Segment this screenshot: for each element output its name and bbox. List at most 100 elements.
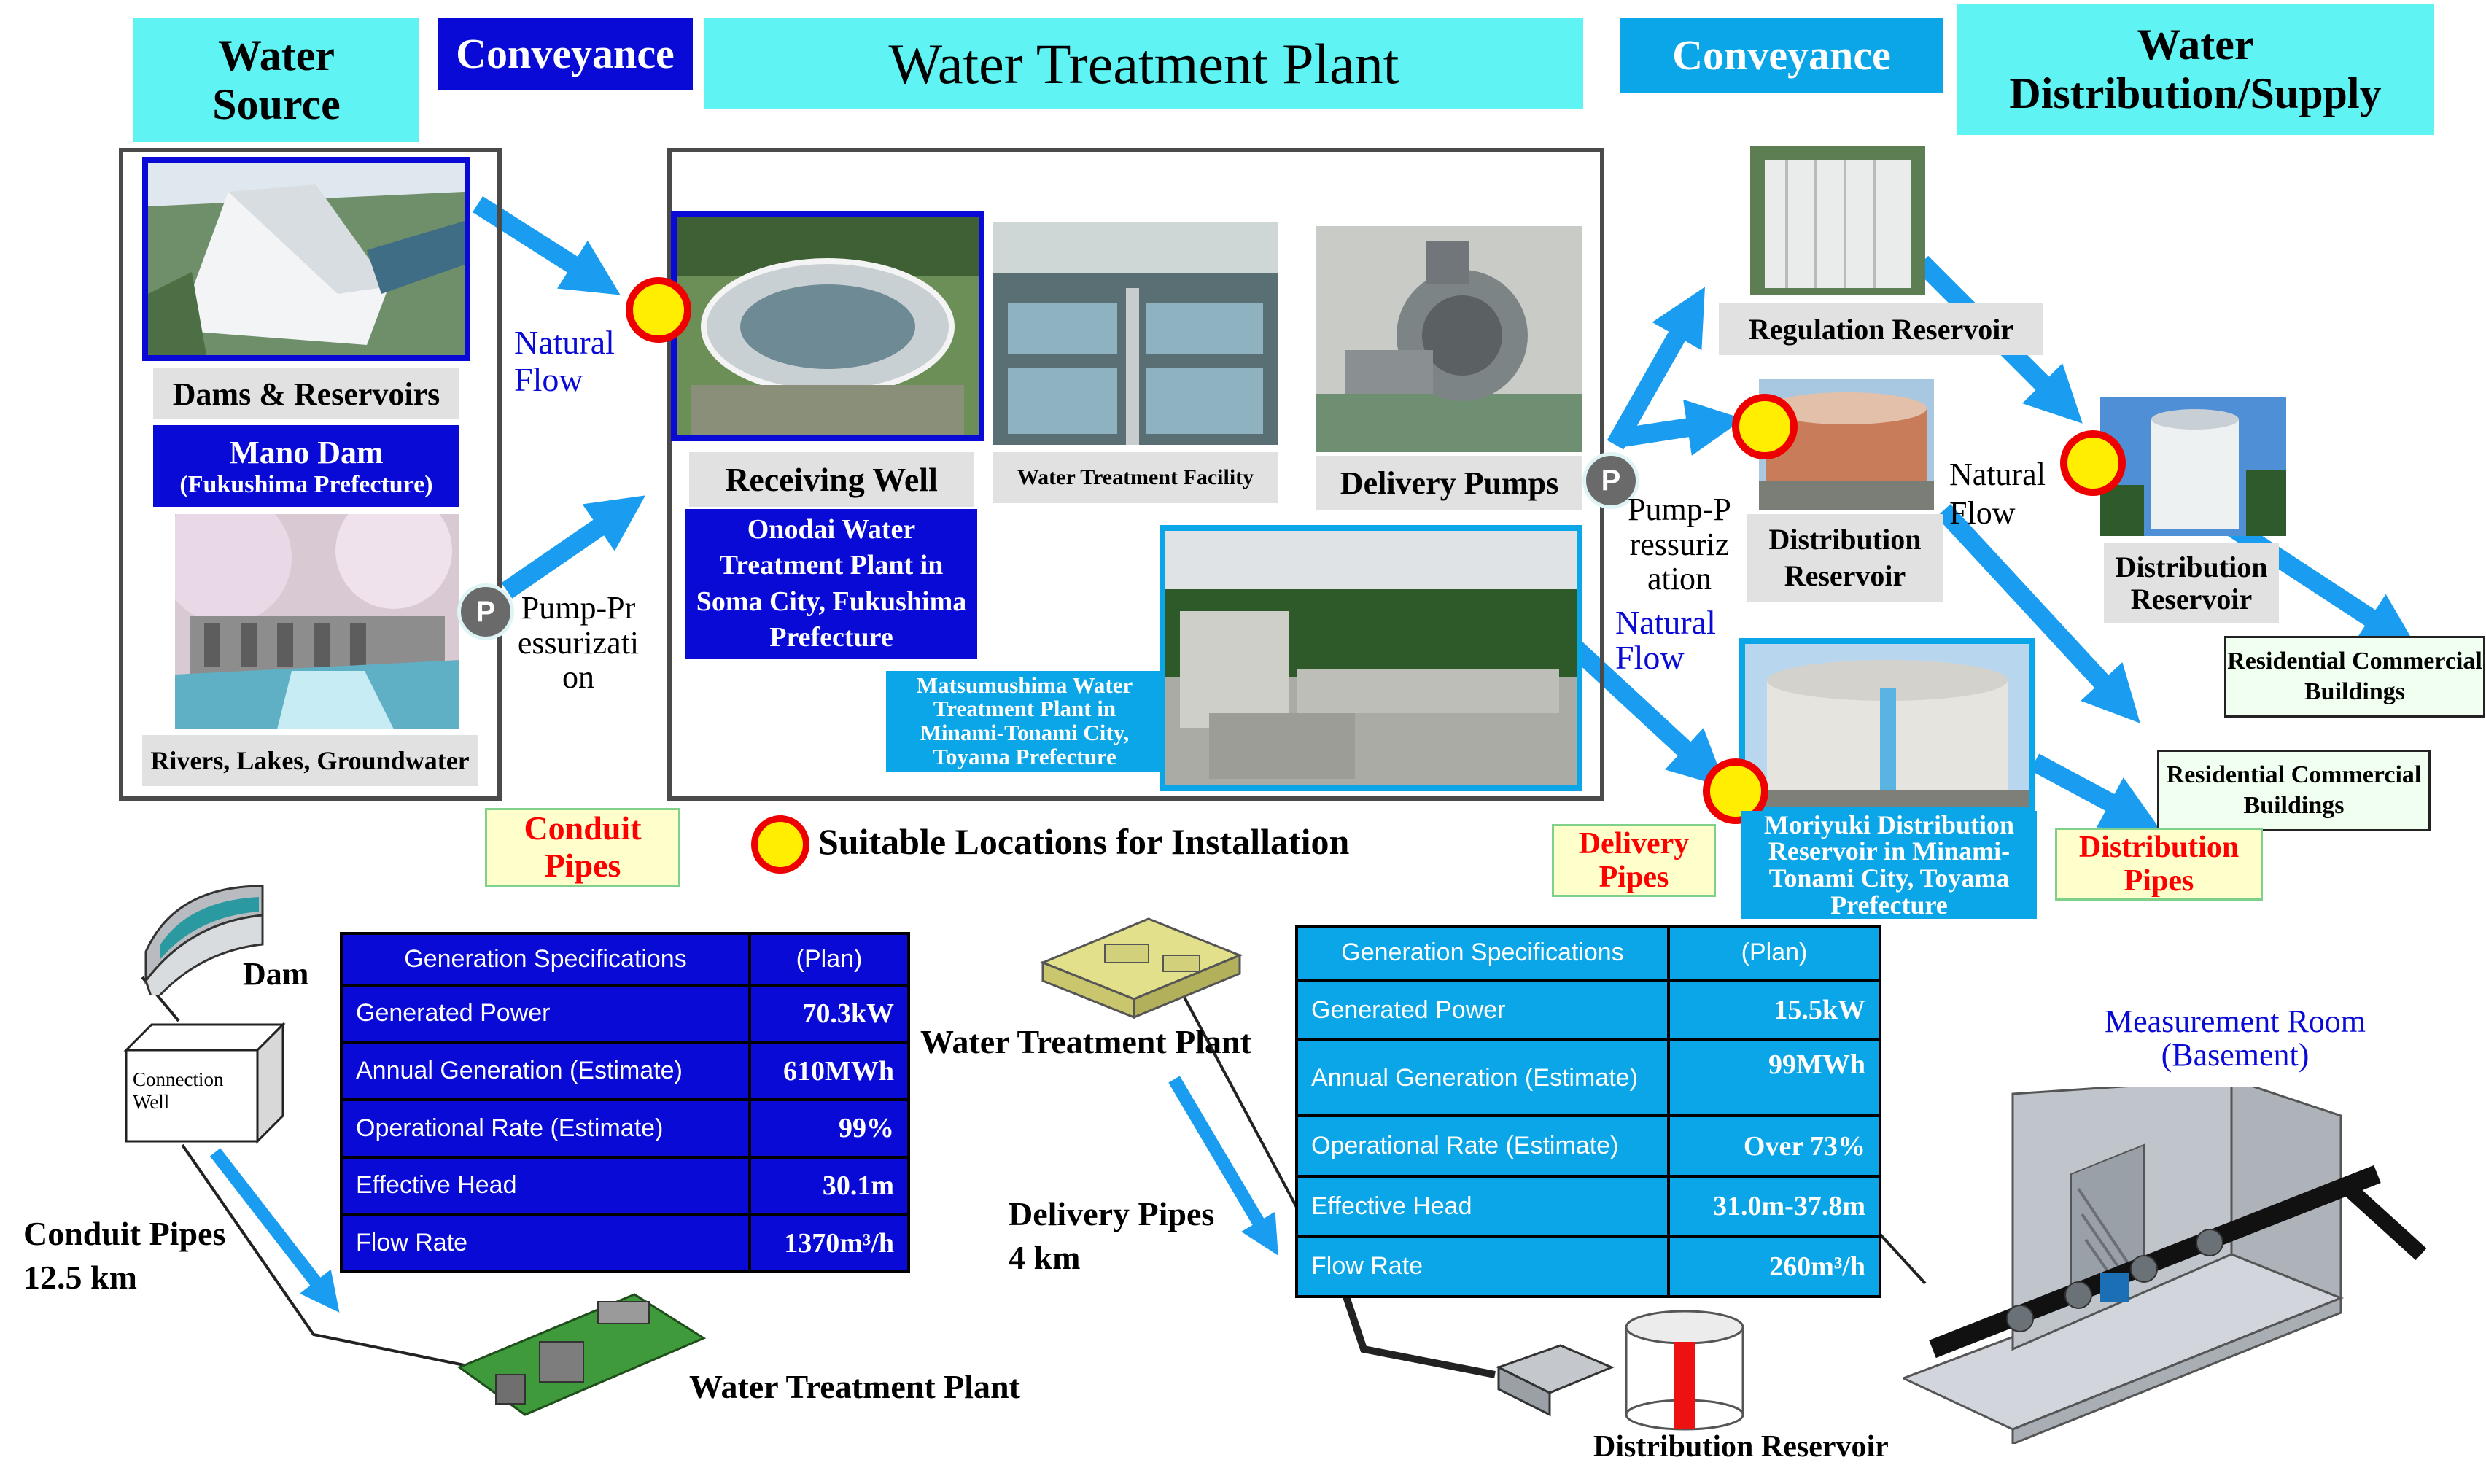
right-spec-row-label: Generated Power [1295,978,1670,1042]
water-source-frame [119,148,502,801]
left-spec-header-row: Generation Specifications (Plan) [340,932,910,987]
pump-pressurization-label-2: Pump-Pressurization [1625,492,1734,597]
left-conduit-label: Conduit Pipes 12.5 km [23,1212,225,1300]
distribution-reservoir-2-text: Distribution Reservoir [2115,551,2268,615]
right-spec-header-plan: (Plan) [1667,925,1881,982]
matsumushima-photo [1160,525,1582,791]
right-spec-row-label: Operational Rate (Estimate) [1295,1114,1670,1178]
rivers-lakes-label: Rivers, Lakes, Groundwater [142,735,478,786]
regulation-reservoir-illustration [1750,146,1925,295]
matsumushima-illustration [1165,531,1577,785]
pump-pressurization-2-text: Pump-Pressurization [1628,492,1731,597]
treatment-facility-photo [993,222,1278,445]
treatment-facility-label: Water Treatment Facility [993,452,1278,503]
right-spec-row-value: 99MWh [1667,1038,1881,1118]
measurement-room-label: Measurement Room (Basement) [2093,1003,2377,1073]
distribution-reservoir-1-text: Distribution Reservoir [1768,523,1922,592]
right-delivery-pipes-text: Delivery Pipes [1009,1195,1215,1232]
right-delivery-length-text: 4 km [1009,1238,1081,1276]
header-distribution-supply: Water Distribution/Supply [1957,4,2434,135]
receiving-well-illustration [677,217,979,435]
header-water-source-text: Water Source [212,31,341,128]
dam-diagram-text: Dam [243,956,309,992]
pipe-to-distribution-reservoir [1338,1282,1496,1378]
right-spec-table: Generation Specifications (Plan) Generat… [1295,925,1881,1298]
natural-flow-label-2: Natural Flow [1615,605,1747,676]
legend-text-span: Suitable Locations for Installation [818,821,1350,862]
delivery-pumps-label: Delivery Pumps [1316,456,1582,510]
header-treatment-plant-text: Water Treatment Plant [888,31,1399,96]
arrow-conduit-down [209,1148,340,1313]
right-spec-header-label: Generation Specifications [1295,925,1670,982]
moriyuki-reservoir-label: Moriyuki Distribution Reservoir in Minam… [1741,811,2037,919]
legend-text: Suitable Locations for Installation [818,820,1445,863]
dam-photo-illustration [148,163,465,355]
natural-flow-1-text: Natural Flow [514,324,615,398]
natural-flow-2-text: Natural Flow [1615,604,1716,677]
right-spec-row-value: 15.5kW [1667,978,1881,1042]
right-distribution-reservoir-label: Distribution Reservoir [1593,1429,1889,1464]
dams-reservoirs-label: Dams & Reservoirs [153,368,459,419]
left-spec-row-label: Effective Head [340,1155,751,1216]
suitable-location-marker-2 [1732,394,1798,459]
distribution-pipes-label: Distribution Pipes [2055,828,2263,901]
delivery-pumps-photo [1316,226,1582,452]
header-treatment-plant: Water Treatment Plant [704,18,1583,109]
regulation-reservoir-text: Regulation Reservoir [1748,312,2014,346]
left-plant-3d-model [457,1293,707,1416]
header-water-source: Water Source [133,18,419,142]
left-spec-row-value: 1370m³/h [748,1213,910,1273]
moriyuki-reservoir-photo [1739,638,2035,813]
connection-well-label: Connection Well [133,1068,242,1114]
right-spec-row: Effective Head 31.0m-37.8m [1295,1174,1881,1238]
natural-flow-label-3: Natural Flow [1949,456,2073,533]
residential-commercial-buildings-2: Residential Commercial Buildings [2157,750,2431,831]
receiving-well-photo [671,211,984,441]
pump-symbol-1-text: P [475,595,496,628]
right-spec-row-value: 260m³/h [1667,1235,1881,1298]
pump-pressurization-label-1: Pump-Pressurization [516,591,640,695]
left-spec-row-label: Annual Generation (Estimate) [340,1041,751,1101]
header-distribution-supply-text: Water Distribution/Supply [2009,20,2382,117]
left-plant-label: Water Treatment Plant [689,1367,1020,1406]
left-spec-row-value: 99% [748,1098,910,1159]
dams-reservoirs-text: Dams & Reservoirs [172,376,440,412]
left-plant-text: Water Treatment Plant [689,1368,1020,1405]
right-plant-3d-model [1040,917,1243,1019]
header-conveyance-2: Conveyance [1620,18,1943,93]
pump-pressurization-1-text: Pump-Pressurization [517,590,640,696]
connection-well-text: Connection Well [133,1068,224,1114]
measurement-room-text: Measurement Room (Basement) [2104,1003,2366,1073]
rivers-lakes-text: Rivers, Lakes, Groundwater [150,746,470,775]
residential-commercial-2-text: Residential Commercial Buildings [2166,761,2422,820]
river-photo [175,514,459,729]
distribution-reservoir-1-label: Distribution Reservoir [1747,514,1943,602]
mano-dam-prefecture: (Fukushima Prefecture) [179,470,433,498]
right-spec-row-label: Flow Rate [1295,1235,1670,1298]
natural-flow-3-text: Natural Flow [1949,457,2046,531]
receiving-well-text: Receiving Well [725,461,938,498]
treatment-facility-illustration [993,222,1278,445]
distribution-reservoir-2-photo [2100,397,2286,536]
receiving-well-label: Receiving Well [689,452,974,507]
residential-commercial-buildings-1: Residential Commercial Buildings [2224,636,2485,718]
left-spec-row-label: Generated Power [340,983,751,1044]
left-spec-row-value: 30.1m [748,1155,910,1216]
mano-dam-text: Mano Dam [229,434,384,470]
right-distribution-reservoir-text: Distribution Reservoir [1593,1430,1889,1464]
left-conduit-pipes-text: Conduit Pipes [23,1215,226,1252]
header-conveyance-1-text: Conveyance [456,29,675,77]
right-spec-row-label: Annual Generation (Estimate) [1295,1038,1670,1118]
moriyuki-reservoir-text: Moriyuki Distribution Reservoir in Minam… [1763,809,2015,920]
matsumushima-plant-text: Matsumushima Water Treatment Plant in Mi… [916,672,1133,769]
header-conveyance-2-text: Conveyance [1672,31,1891,79]
regulation-reservoir-photo [1750,146,1925,295]
left-spec-row: Effective Head 30.1m [340,1155,910,1216]
delivery-pipes-text: Delivery Pipes [1578,826,1690,894]
left-spec-row-label: Flow Rate [340,1213,751,1273]
left-conduit-length-text: 12.5 km [23,1258,137,1296]
distribution-reservoir-3d-model [1496,1310,1744,1431]
natural-flow-label-1: Natural Flow [514,324,660,398]
moriyuki-reservoir-illustration [1745,644,2029,807]
regulation-reservoir-label: Regulation Reservoir [1719,303,2043,355]
